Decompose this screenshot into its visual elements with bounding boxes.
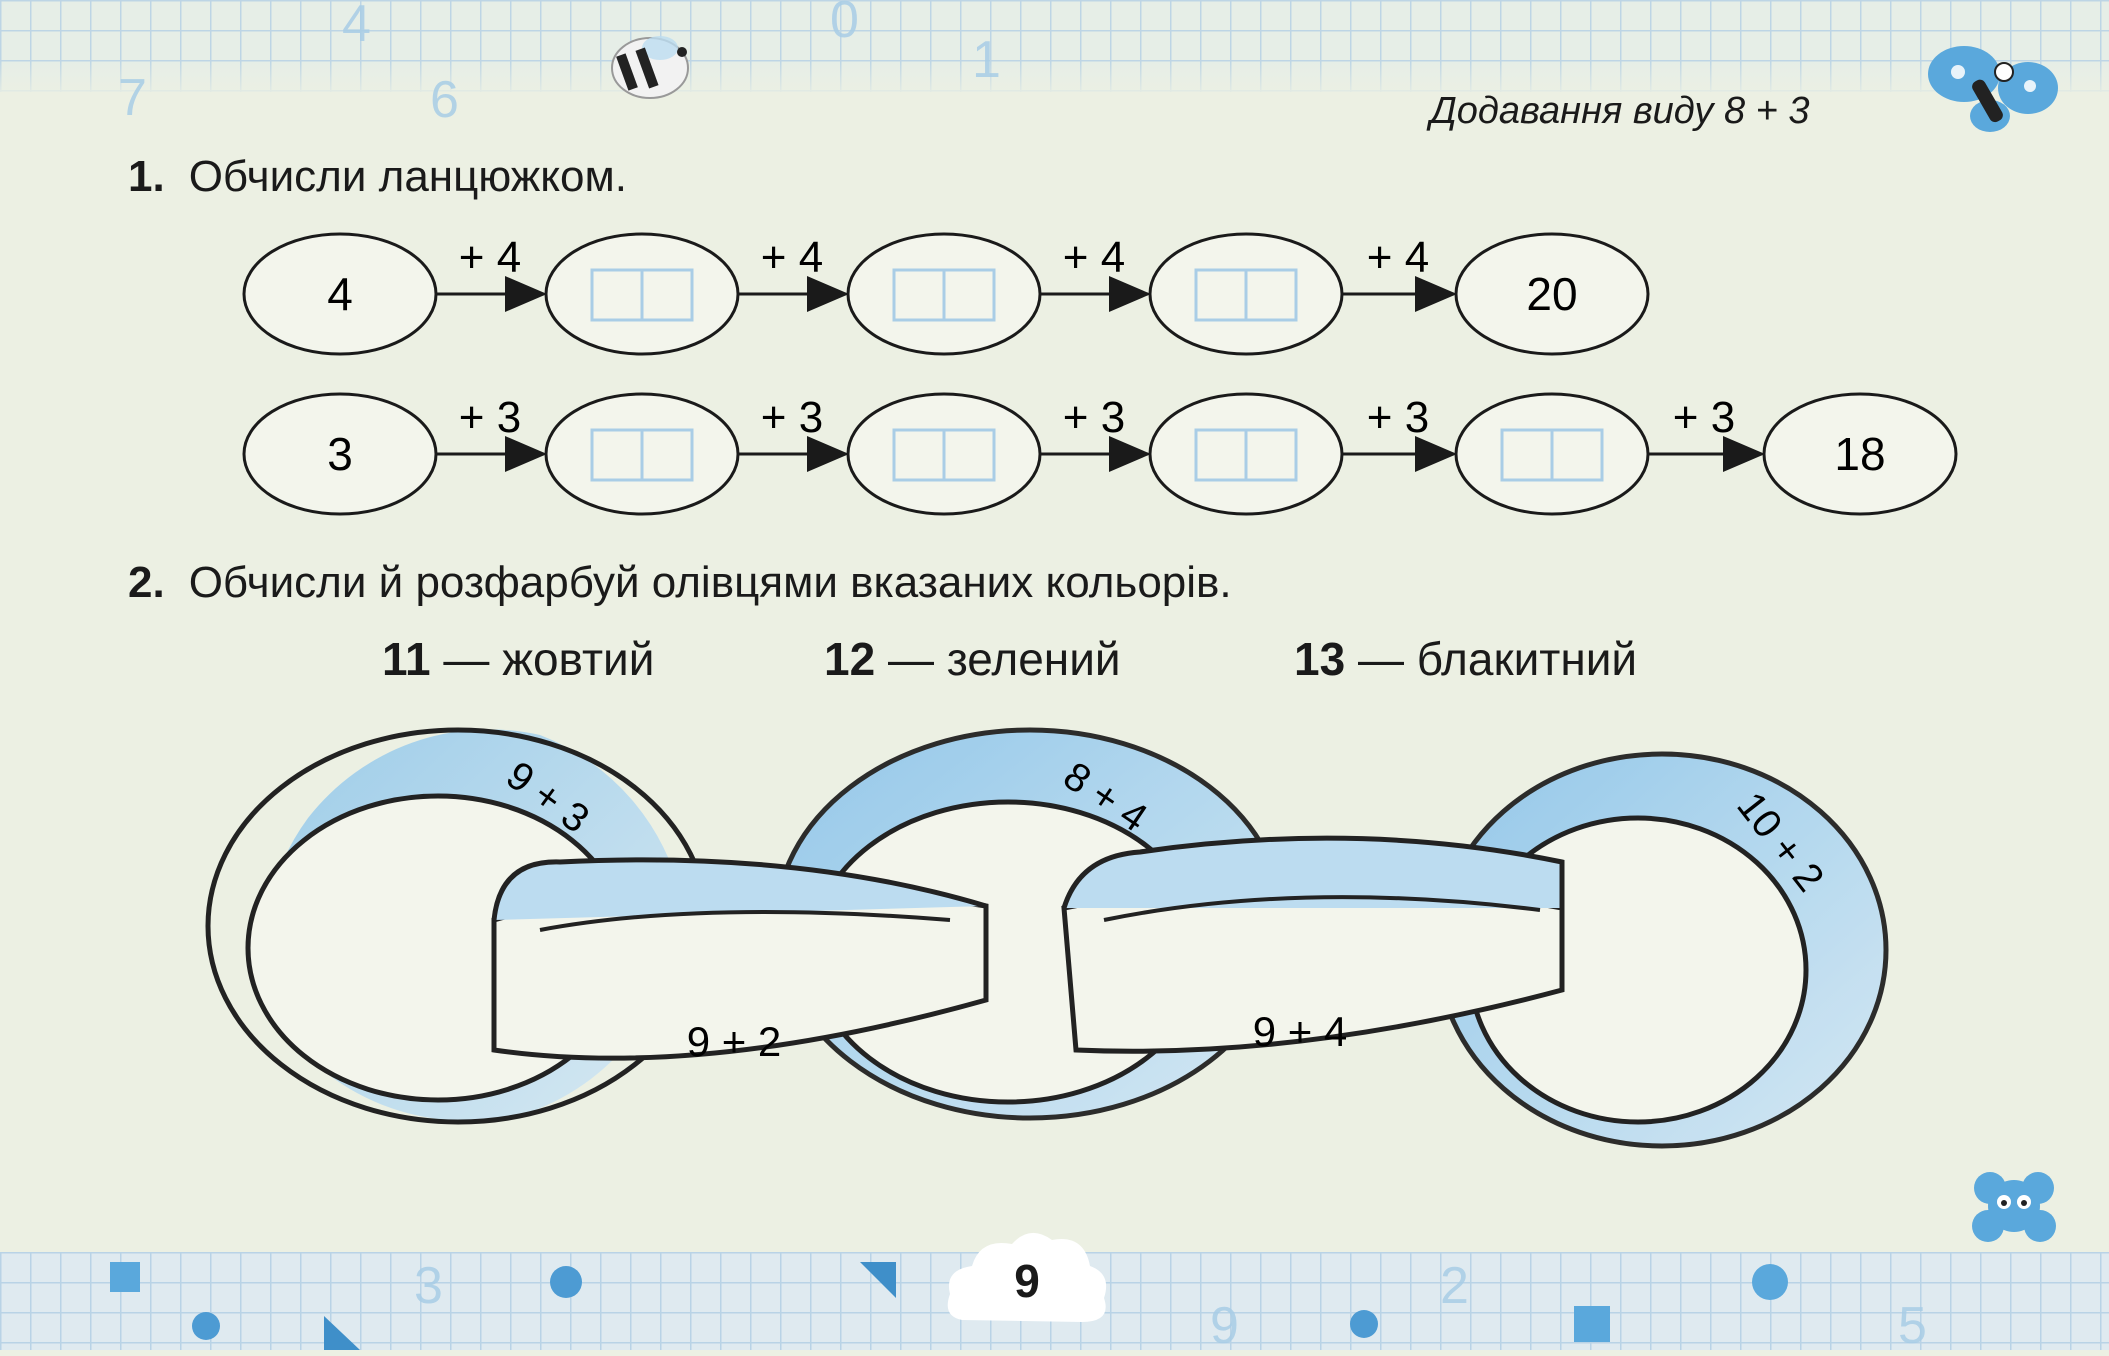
grid-number: 3 (414, 1257, 443, 1315)
grid-number: 1 (972, 31, 1001, 89)
chain-start-value: 3 (327, 428, 353, 480)
flower-small-icon (1350, 1310, 1378, 1338)
step-label: + 4 (1063, 233, 1125, 282)
triangle-icon (860, 1262, 896, 1298)
grid-number: 2 (1440, 1257, 1469, 1315)
legend-value: 11 (382, 633, 431, 685)
page-number-badge: 9 (942, 1224, 1112, 1334)
circle-icon (1752, 1264, 1788, 1300)
step-label: + 3 (459, 393, 521, 442)
task-2-heading: 2. Обчисли й розфарбуй олівцями вказаних … (128, 558, 1232, 608)
answer-oval[interactable] (846, 392, 1042, 516)
legend-item-yellow: 11 — жовтий (382, 633, 655, 685)
chain-row-1: 4 20 + 4 + 4 + 4 + 4 (242, 232, 1650, 356)
chain-start-value: 4 (327, 268, 353, 320)
top-grid-fade (0, 60, 2109, 100)
step-label: + 3 (1367, 393, 1429, 442)
legend-color-name: зелений (946, 633, 1121, 685)
triangle-icon (324, 1316, 360, 1350)
step-label: + 4 (1367, 233, 1429, 282)
answer-oval[interactable] (846, 232, 1042, 356)
answer-oval[interactable] (1148, 392, 1344, 516)
chain-end-value: 20 (1526, 268, 1577, 320)
chain-end-value: 18 (1834, 428, 1885, 480)
task-1-number: 1. (128, 152, 165, 201)
task-1-text: Обчисли ланцюжком. (188, 152, 627, 201)
grid-number: 5 (1898, 1297, 1927, 1355)
band-9-plus-4[interactable] (1061, 835, 1565, 1054)
grid-number: 4 (342, 0, 371, 53)
legend-color-name: жовтий (502, 633, 655, 685)
step-label: + 4 (761, 233, 823, 282)
legend-item-light-blue: 13 — блакитний (1294, 633, 1638, 685)
bee-icon (611, 36, 689, 99)
task-2-text: Обчисли й розфарбуй олівцями вказаних ко… (188, 558, 1232, 607)
answer-oval[interactable] (1148, 232, 1344, 356)
chain-row-2: 3 18 + 3 + 3 + 3 + 3 (242, 392, 1958, 516)
linked-rings: 9 + 3 9 + 2 8 + 4 9 + 4 10 + 2 (205, 727, 1889, 1149)
flower-small-icon (550, 1266, 582, 1298)
step-label: + 3 (1063, 393, 1125, 442)
grid-number: 0 (830, 0, 859, 49)
grid-number: 7 (118, 69, 147, 127)
flower-small-icon (192, 1312, 220, 1340)
butterfly-icon (1928, 46, 2058, 132)
task-2-number: 2. (128, 558, 165, 607)
step-label: + 3 (1673, 393, 1735, 442)
square-icon (1574, 1306, 1610, 1342)
answer-oval[interactable] (544, 392, 740, 516)
band-expression: 9 + 4 (1253, 1008, 1348, 1055)
page-title: Додавання виду 8 + 3 (1430, 90, 1810, 132)
answer-oval[interactable] (1454, 392, 1650, 516)
bottom-grid-band (0, 1252, 2109, 1350)
legend-value: 12 (824, 633, 876, 685)
step-label: + 3 (761, 393, 823, 442)
legend-value: 13 (1294, 633, 1346, 685)
step-label: + 4 (459, 233, 521, 282)
flower-icon (1972, 1172, 2056, 1242)
square-icon (110, 1262, 140, 1292)
page-number: 9 (1014, 1255, 1040, 1307)
grid-number: 6 (430, 71, 459, 129)
legend-item-green: 12 — зелений (824, 633, 1121, 685)
band-expression: 9 + 2 (687, 1018, 782, 1065)
answer-oval[interactable] (544, 232, 740, 356)
task-1-heading: 1. Обчисли ланцюжком. (128, 152, 627, 202)
grid-number: 9 (1210, 1297, 1239, 1355)
band-9-plus-2[interactable] (491, 857, 989, 1061)
legend-color-name: блакитний (1416, 633, 1638, 685)
